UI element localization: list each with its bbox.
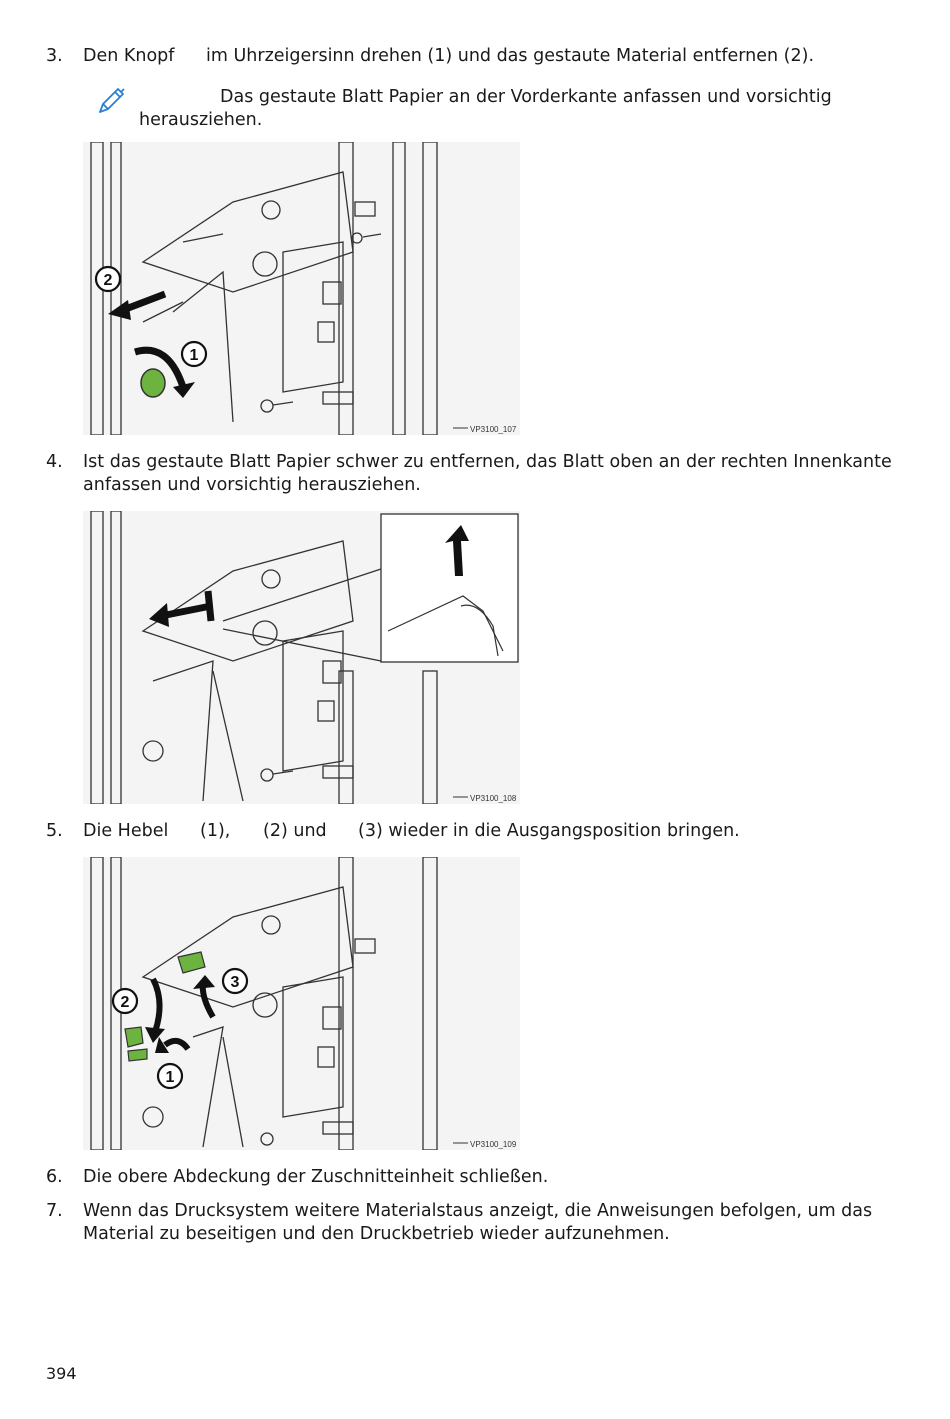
step-text-line-2: Material zu beseitigen und den Druckbetr… — [83, 1224, 670, 1244]
figure-code: VP3100_109 — [470, 1140, 517, 1149]
step-text: Die obere Abdeckung der Zuschnitteinheit… — [83, 1167, 549, 1187]
callout-2: 2 — [104, 272, 113, 289]
step-text-line-2: anfassen und vorsichtig herausziehen. — [83, 475, 421, 495]
step-number: 3. — [46, 46, 63, 66]
note-line-1: Das gestaute Blatt Papier an der Vorderk… — [220, 87, 832, 107]
figure-pull-sheet: VP3100_108 — [83, 511, 520, 804]
step-text-3: (2) und — [263, 821, 327, 841]
figure-levers-reset: 3 2 1 VP3100_109 — [83, 857, 520, 1150]
callout-2: 2 — [121, 994, 130, 1011]
step-text-1: Die Hebel — [83, 821, 169, 841]
step-text-line-1: Wenn das Drucksystem weitere Materialsta… — [83, 1201, 873, 1221]
step-number: 4. — [46, 452, 63, 472]
callout-1: 1 — [166, 1069, 175, 1086]
step-number: 5. — [46, 821, 63, 841]
figure-knob-turn: 2 1 VP3100_107 — [83, 142, 520, 435]
page-number: 394 — [46, 1364, 77, 1383]
note-line-2: herausziehen. — [139, 110, 263, 130]
step-text-a: Den Knopf — [83, 46, 175, 66]
callout-3: 3 — [231, 974, 240, 991]
figure-code: VP3100_108 — [470, 794, 517, 803]
step-text-line-1: Ist das gestaute Blatt Papier schwer zu … — [83, 452, 892, 472]
pencil-note-icon — [99, 88, 125, 113]
step-text-4: (3) wieder in die Ausgangsposition bring… — [358, 821, 740, 841]
step-number: 6. — [46, 1167, 63, 1187]
callout-1: 1 — [190, 347, 199, 364]
step-number: 7. — [46, 1201, 63, 1221]
step-text-b: im Uhrzeigersinn drehen (1) und das gest… — [206, 46, 815, 66]
figure-code: VP3100_107 — [470, 425, 517, 434]
step-text-2: (1), — [200, 821, 231, 841]
